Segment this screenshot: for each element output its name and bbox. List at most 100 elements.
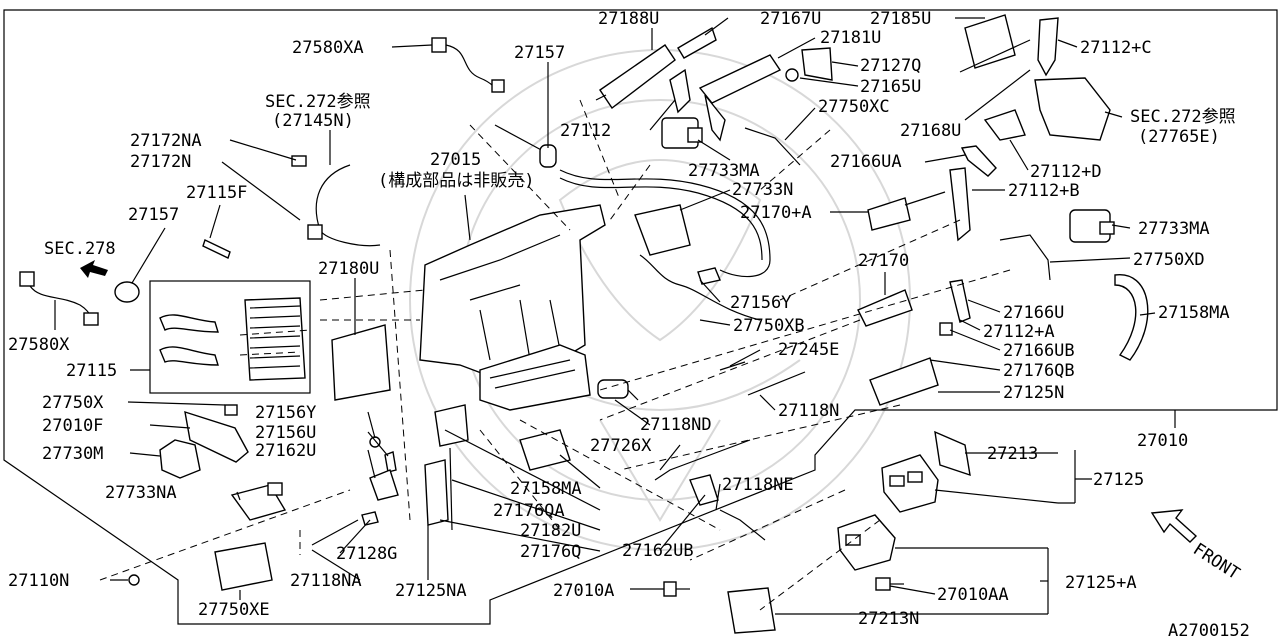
- bracket-27112b: [949, 167, 971, 242]
- label-27750xe: 27750XE: [198, 600, 270, 620]
- rod-27245e: [719, 361, 746, 371]
- label-27176qb: 27176QB: [1003, 361, 1075, 381]
- label-27015-note: (構成部品は非販売): [378, 171, 534, 191]
- clip-27156u: [384, 451, 397, 473]
- label-27213-top: 27213: [987, 444, 1038, 464]
- label-27112: 27112: [560, 121, 611, 141]
- label-sec272-b: SEC.272参照: [1130, 107, 1236, 127]
- label-27765e: (27765E): [1138, 127, 1220, 147]
- grommet-27157: [539, 144, 557, 168]
- plate-27750xe: [214, 542, 273, 591]
- plate-27185u: [964, 14, 1016, 69]
- pipe: [559, 169, 771, 278]
- label-27010f: 27010F: [42, 416, 103, 436]
- label-27118n: 27118N: [778, 401, 839, 421]
- filter-27180u: [331, 324, 391, 401]
- label-27112c: 27112+C: [1080, 38, 1152, 58]
- label-27213n: 27213N: [858, 609, 919, 629]
- bracket-27765e: [1034, 77, 1111, 141]
- label-27145n: (27145N): [272, 111, 354, 131]
- heater-unit-27015: [419, 204, 606, 411]
- label-27166u: 27166U: [1003, 303, 1064, 323]
- bracket-27162ub: [689, 474, 719, 506]
- label-27112d: 27112+D: [1030, 162, 1102, 182]
- label-27172na: 27172NA: [130, 131, 202, 151]
- label-27162ub: 27162UB: [622, 541, 694, 561]
- label-27015: 27015: [430, 150, 481, 170]
- plate-27176qa: [434, 404, 469, 447]
- label-27162u: 27162U: [255, 441, 316, 461]
- label-27165u: 27165U: [860, 77, 921, 97]
- plate-27176q: [424, 459, 449, 526]
- label-27730m: 27730M: [42, 444, 103, 464]
- label-27156y-lower: 27156Y: [255, 403, 316, 423]
- label-27110n: 27110N: [8, 571, 69, 591]
- grommet-27157-left: [114, 281, 140, 303]
- plate-27125n: [869, 357, 939, 406]
- label-27733n: 27733N: [732, 180, 793, 200]
- harness-27580x: [19, 271, 99, 326]
- label-27170a: 27170+A: [740, 203, 812, 223]
- lever-27112: [669, 68, 691, 114]
- harness-27580xa: [431, 37, 505, 93]
- label-front: FRONT: [1189, 539, 1243, 584]
- bolt-27010a: [663, 581, 690, 597]
- sensor-27726x: [597, 379, 639, 401]
- label-27127q: 27127Q: [860, 56, 921, 76]
- cable-27750xb: [639, 254, 761, 321]
- label-27750xc: 27750XC: [818, 97, 890, 117]
- label-27733ma-top: 27733MA: [688, 161, 760, 181]
- label-27157-left: 27157: [128, 205, 179, 225]
- label-sec278: SEC.278: [44, 239, 116, 259]
- label-27118nd: 27118ND: [640, 415, 712, 435]
- label-27168u: 27168U: [900, 121, 961, 141]
- cable-27750xc: [744, 127, 801, 166]
- plate-27170a: [867, 197, 911, 231]
- label-27156u: 27156U: [255, 423, 316, 443]
- unit-27125: [881, 454, 939, 513]
- label-27172n: 27172N: [130, 152, 191, 172]
- leader-lines: [54, 17, 1176, 615]
- label-27733na: 27733NA: [105, 483, 177, 503]
- unit-27730m: [159, 439, 201, 479]
- label-27166ub: 27166UB: [1003, 341, 1075, 361]
- label-27181u: 27181U: [820, 28, 881, 48]
- box-27213n: [727, 587, 776, 634]
- front-arrow: [1150, 509, 1198, 543]
- bracket-27127q: [801, 47, 833, 81]
- lever-27166ua: [960, 145, 997, 177]
- label-27158ma-right: 27158MA: [1158, 303, 1230, 323]
- label-27176qa: 27176QA: [493, 501, 565, 521]
- label-sec272-a: SEC.272参照: [265, 92, 371, 112]
- label-27010: 27010: [1137, 431, 1188, 451]
- clip-27172na: [291, 155, 307, 167]
- bolt-27010aa: [875, 577, 904, 591]
- rod-27157: [494, 124, 546, 153]
- rod-27118na: [311, 519, 359, 546]
- plate-27168u: [983, 109, 1026, 141]
- plate-27170: [857, 289, 913, 327]
- cable-27145n: [315, 164, 381, 247]
- actuator-27733n: [634, 204, 691, 256]
- assembly-outline: [3, 9, 1278, 625]
- label-27125na: 27125NA: [395, 581, 467, 601]
- label-27125: 27125: [1093, 470, 1144, 490]
- rod-27182u: [449, 447, 453, 531]
- cable-27750xd: [999, 234, 1051, 281]
- plate-27188u: [595, 44, 676, 110]
- rod-27118ne: [719, 509, 766, 541]
- clip-27128g: [361, 511, 379, 526]
- label-27115f: 27115F: [186, 183, 247, 203]
- label-27176q: 27176Q: [520, 542, 581, 562]
- label-27733ma-right: 27733MA: [1138, 219, 1210, 239]
- label-27185u: 27185U: [870, 9, 931, 29]
- bracket-27112c: [1037, 17, 1059, 77]
- nut-27110n: [128, 574, 140, 586]
- clip-27115f: [202, 239, 231, 259]
- label-27112b: 27112+B: [1008, 181, 1080, 201]
- label-27157-top: 27157: [514, 43, 565, 63]
- bracket-27010f: [184, 410, 249, 463]
- label-27750xd: 27750XD: [1133, 250, 1205, 270]
- label-27180u: 27180U: [318, 259, 379, 279]
